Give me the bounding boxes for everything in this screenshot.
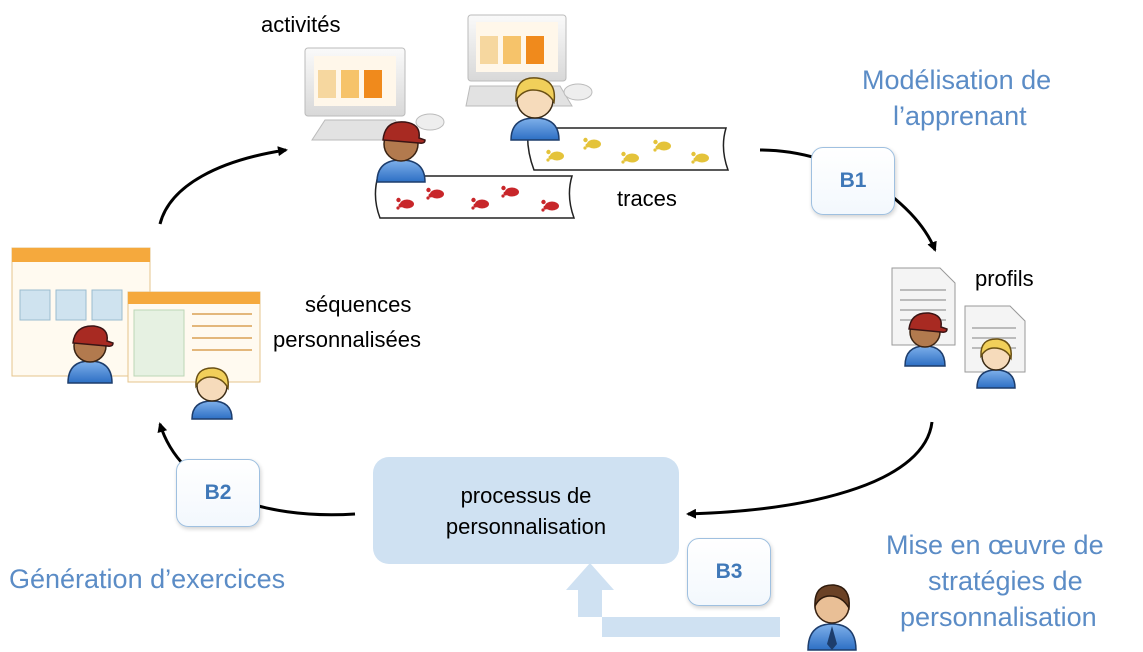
computer-icon (304, 47, 445, 141)
red-traces-strip (374, 175, 576, 219)
b3-title-line3: personnalisation (900, 602, 1097, 632)
learner-red-cap-icon (67, 325, 114, 384)
profiles-label: profils (975, 266, 1034, 291)
b3-badge: B3 (687, 538, 771, 606)
process-label-line2: personnalisation (445, 513, 607, 539)
b3-title-line2: stratégies de (928, 566, 1083, 596)
sequences-label-line1: séquences (305, 292, 412, 317)
teacher-icon (807, 584, 857, 651)
b1-title-line2: l’apprenant (893, 101, 1027, 131)
computer-icon (465, 14, 593, 107)
b2-title: Génération d’exercices (9, 564, 286, 594)
yellow-traces-strip (526, 127, 730, 171)
personalization-process-box: processus de personnalisation (373, 457, 679, 564)
b3-title-line1: Mise en œuvre de (886, 530, 1104, 560)
learner-blonde-icon (976, 338, 1016, 389)
b1-title-line1: Modélisation de (862, 65, 1052, 95)
b2-badge: B2 (176, 459, 260, 527)
sequence-screen-2 (127, 291, 261, 383)
learner-blonde-icon (510, 77, 560, 141)
activities-label: activités (261, 12, 341, 37)
arrow-left-up (158, 146, 288, 225)
learner-red-cap-icon (376, 121, 426, 183)
arrow-right-down (686, 421, 934, 519)
sequences-label-line2: personnalisées (273, 327, 421, 352)
learner-blonde-icon (191, 367, 233, 420)
b3-light-arrow (566, 563, 780, 637)
traces-label: traces (617, 186, 677, 211)
learner-red-cap-icon (904, 312, 948, 367)
process-label-line1: processus de (460, 482, 592, 508)
b1-badge: B1 (811, 147, 895, 215)
